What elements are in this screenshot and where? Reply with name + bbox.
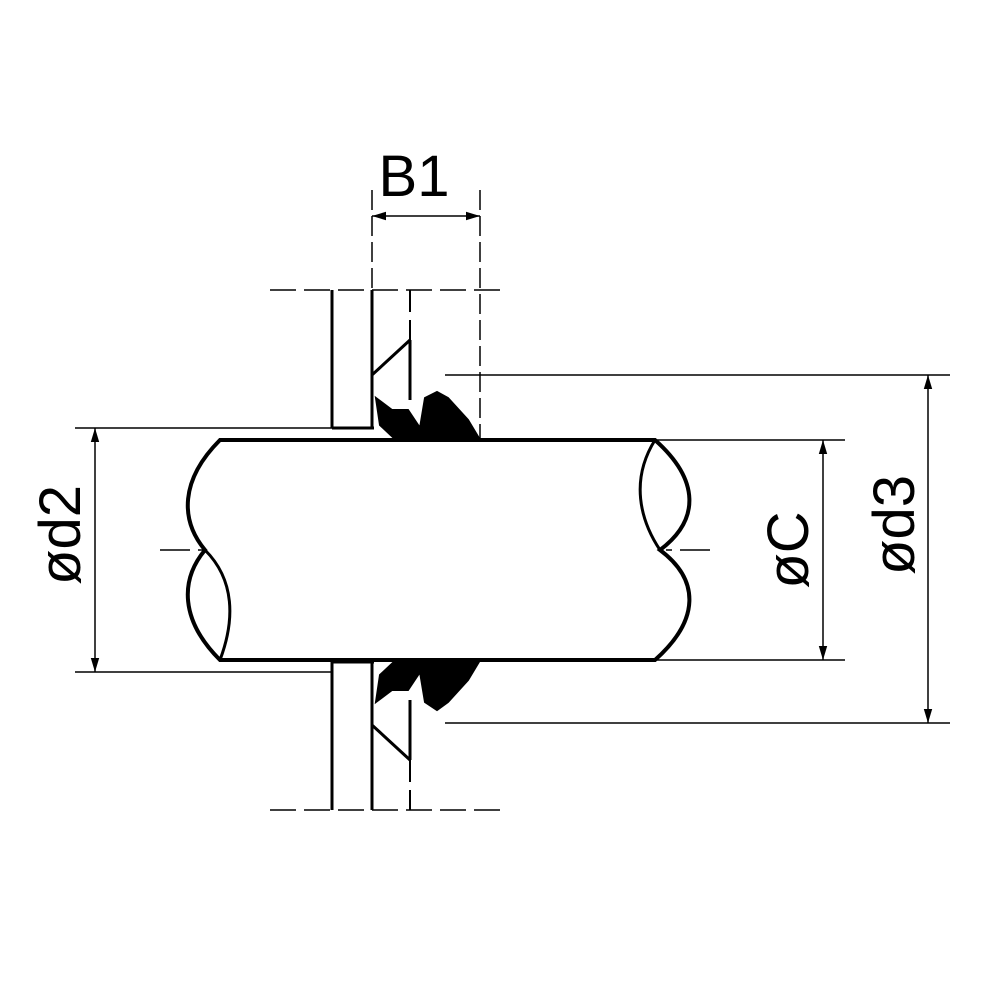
dimension-b1: [371, 190, 481, 440]
label-b1: B1: [379, 144, 450, 209]
washer-upper: [370, 290, 412, 428]
dimension-c: [655, 439, 845, 661]
vring-section-lower: [374, 659, 482, 712]
label-d2: ød2: [28, 485, 93, 585]
shaft: [185, 438, 692, 662]
shaft-break-right: [638, 439, 662, 551]
shaft-break-left: [203, 548, 232, 661]
label-c: øC: [756, 511, 821, 588]
dimension-d2: [75, 427, 332, 673]
label-d3: ød3: [862, 475, 927, 575]
vring-section-upper: [374, 390, 482, 441]
washer-lower: [370, 662, 412, 810]
dimension-d3: [445, 374, 950, 724]
